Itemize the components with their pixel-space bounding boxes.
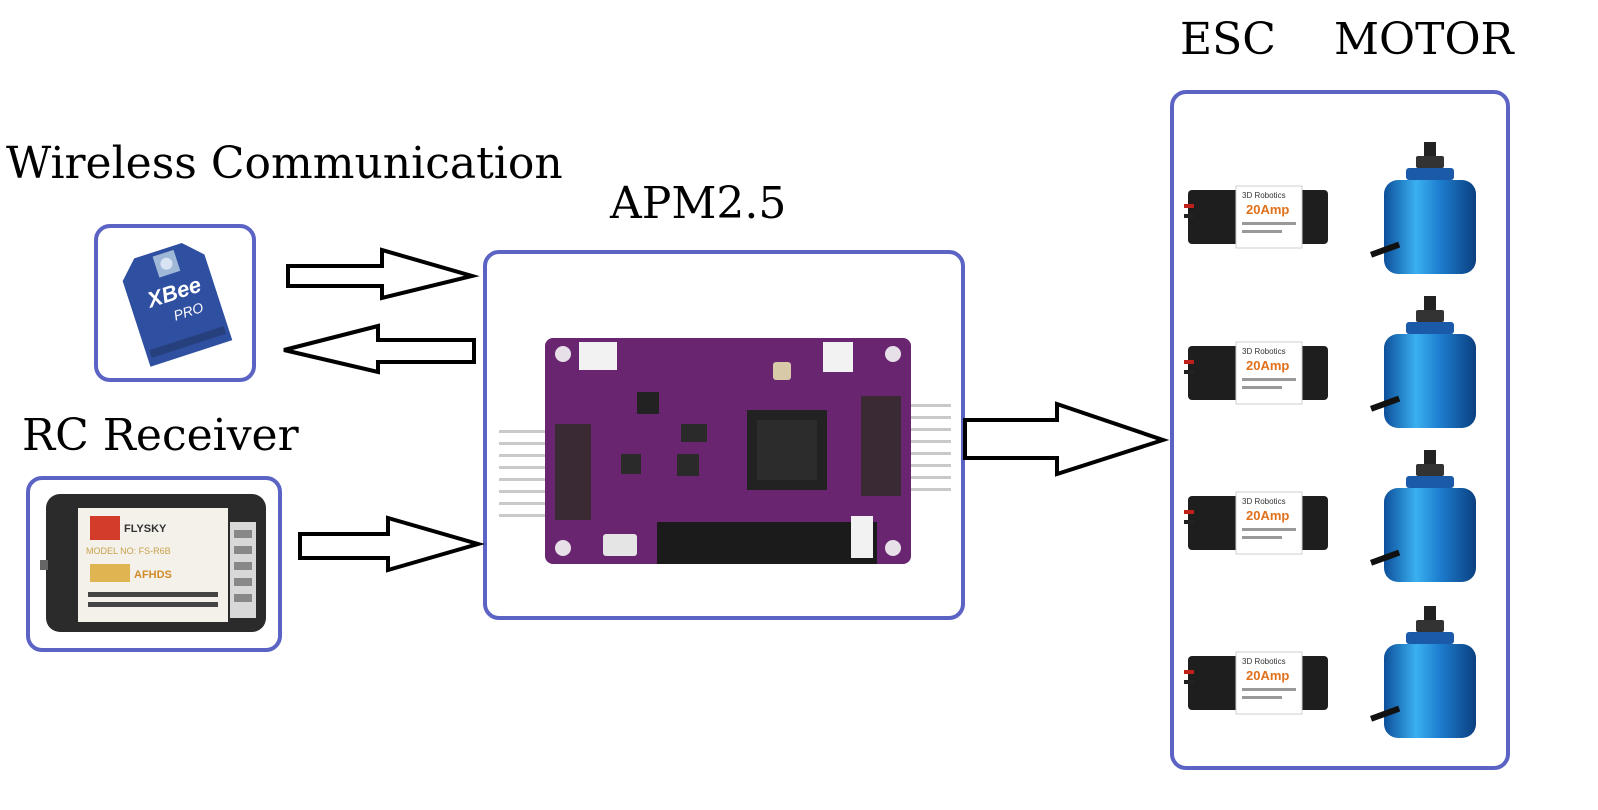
motor-image-1 (1369, 142, 1476, 274)
esc-rating-text-2: 20Amp (1246, 358, 1289, 373)
esc-image-3: 3D Robotics 20Amp (1184, 491, 1328, 555)
motor-label: MOTOR (1334, 14, 1514, 65)
esc-rating-text-1: 20Amp (1246, 202, 1289, 217)
motor-image-4 (1369, 606, 1476, 738)
receiver-model-text: MODEL NO: FS-R6B (86, 546, 171, 556)
arrow-apm-to-esc (963, 401, 1170, 477)
apm-label: APM2.5 (610, 178, 787, 229)
apm-box (483, 250, 965, 620)
esc-image-1: 3D Robotics 20Amp (1184, 185, 1328, 249)
esc-rating-text-3: 20Amp (1246, 508, 1289, 523)
xbee-module-image: XBee PRO (122, 242, 233, 367)
esc-brand-text-2: 3D Robotics (1242, 347, 1286, 356)
arrow-apm-to-xbee (283, 323, 476, 375)
rc-receiver-label: RC Receiver (22, 410, 299, 461)
wireless-communication-label: Wireless Communication (6, 138, 563, 189)
motor-image-3 (1369, 450, 1476, 582)
esc-rating-text-4: 20Amp (1246, 668, 1289, 683)
esc-brand-text-3: 3D Robotics (1242, 497, 1286, 506)
apm-board-image (499, 338, 951, 564)
motor-image-2 (1369, 296, 1476, 428)
esc-image-2: 3D Robotics 20Amp (1184, 341, 1328, 405)
esc-label: ESC (1180, 14, 1276, 65)
rc-receiver-box: FLYSKY MODEL NO: FS-R6B AFHDS (26, 476, 282, 652)
receiver-brand-text: FLYSKY (124, 523, 167, 535)
receiver-badge-text: AFHDS (134, 569, 172, 581)
esc-brand-text-4: 3D Robotics (1242, 657, 1286, 666)
esc-brand-text-1: 3D Robotics (1242, 191, 1286, 200)
arrow-rc-to-apm (298, 515, 486, 573)
rc-receiver-image: FLYSKY MODEL NO: FS-R6B AFHDS (40, 494, 266, 632)
xbee-box: XBee PRO (94, 224, 256, 382)
arrow-xbee-to-apm (286, 247, 480, 301)
esc-image-4: 3D Robotics 20Amp (1184, 651, 1328, 715)
